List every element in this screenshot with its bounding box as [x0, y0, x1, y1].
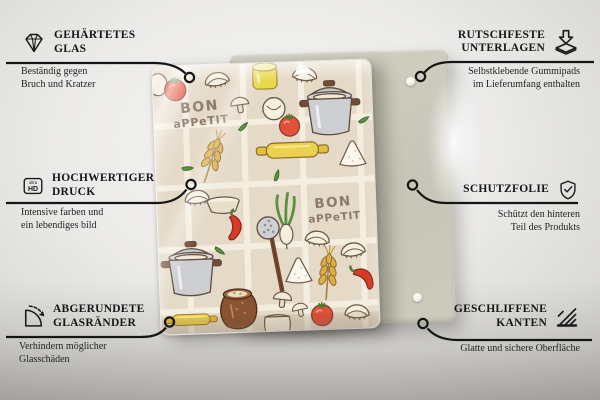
callout-tempered-glass: GEHÄRTETES GLAS Beständig gegen Bruch un…: [21, 29, 135, 91]
callout-protective-film: SCHUTZFOLIE Schützt den hinteren Teil de…: [463, 178, 580, 234]
callout-polished-edges: GESCHLIFFENE KANTEN Glatte und sichere O…: [454, 303, 580, 356]
callout-rounded-glass-edges: ABGERUNDETE GLASRÄNDER Verhindern möglic…: [19, 303, 145, 366]
callout-title: ABGERUNDETE GLASRÄNDER: [53, 303, 145, 329]
callout-subtitle: Schützt den hinteren Teil des Produkts: [497, 209, 580, 233]
callout-title: GEHÄRTETES GLAS: [54, 29, 136, 55]
glass-board: BON aPPeTIT: [151, 58, 381, 336]
diamond-icon: [21, 30, 47, 56]
callout-subtitle: Selbstklebende Gummipads im Lieferumfang…: [468, 66, 580, 90]
svg-text:ultra: ultra: [29, 180, 38, 185]
polished-edge-icon: [554, 304, 580, 330]
callout-title: SCHUTZFOLIE: [463, 183, 549, 196]
callout-subtitle: Intensive farben und ein lebendiges bild: [21, 207, 104, 231]
pads-arrow-icon: [552, 28, 580, 56]
callout-subtitle: Verhindern möglicher Glasschäden: [19, 341, 107, 365]
callout-title: GESCHLIFFENE KANTEN: [453, 303, 547, 329]
rubber-pad: [412, 292, 423, 303]
light-glare: [418, 50, 490, 235]
bon-appetit-artwork: BON aPPeTIT: [152, 59, 380, 335]
callout-subtitle: Beständig gegen Bruch und Kratzer: [21, 66, 96, 90]
callout-title: HOCHWERTIGER DRUCK: [52, 172, 155, 198]
rubber-pad: [405, 76, 416, 87]
callout-anti-slip-pads: RUTSCHFESTE UNTERLAGEN Selbstklebende Gu…: [458, 28, 580, 91]
callout-title: RUTSCHFESTE UNTERLAGEN: [457, 28, 545, 55]
svg-text:HD: HD: [28, 186, 38, 193]
ultra-hd-icon: ultra HD: [21, 174, 45, 198]
callout-subtitle: Glatte und sichere Oberfläche: [460, 343, 580, 354]
artwork-text-bon: BON: [314, 193, 353, 212]
shield-check-icon: [556, 178, 580, 202]
rounded-corner-icon: [19, 303, 46, 330]
callout-high-quality-print: ultra HD HOCHWERTIGER DRUCK Intensive fa…: [21, 172, 154, 232]
